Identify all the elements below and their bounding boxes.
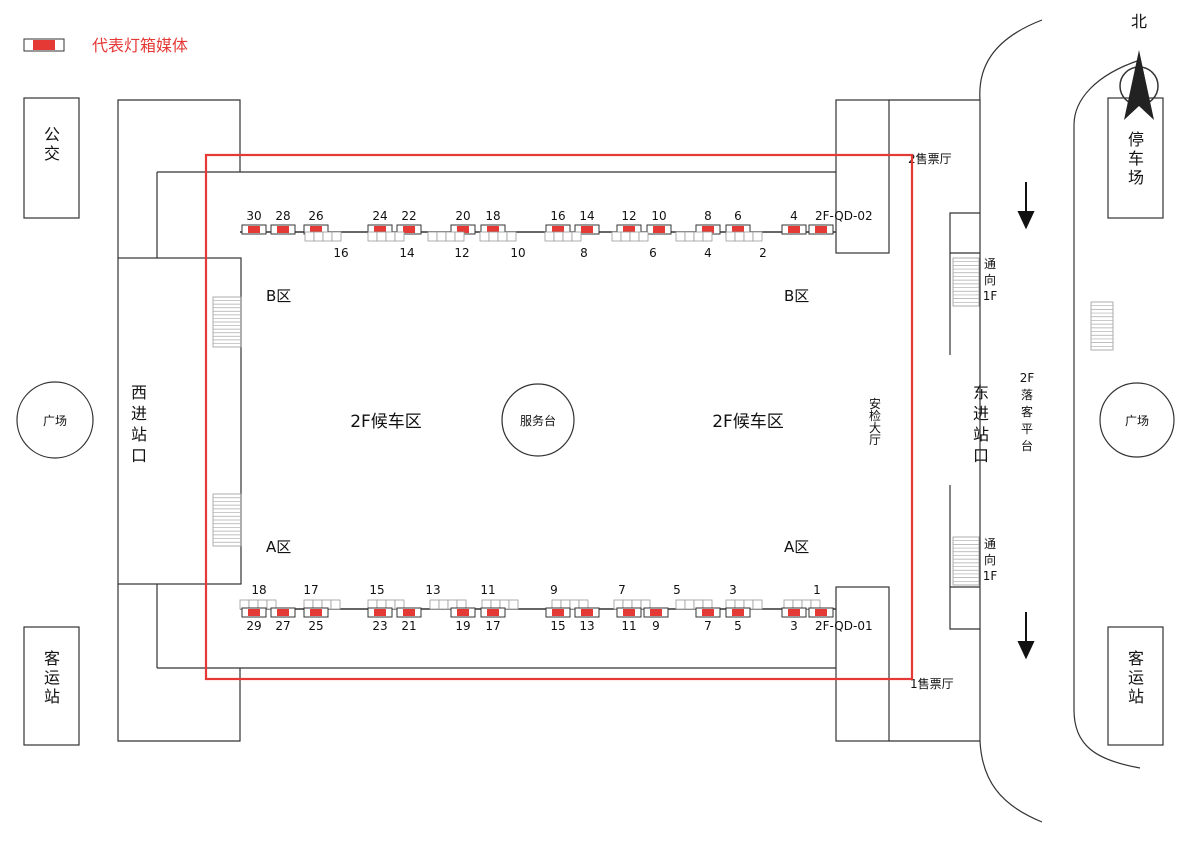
north-gate-number: 12 xyxy=(454,246,469,260)
north-label: 北 xyxy=(1131,12,1147,31)
stairs-east-bottom xyxy=(952,536,980,586)
south-gate-number: 1 xyxy=(813,583,821,597)
north-media-number: 6 xyxy=(734,209,742,223)
coach-station-left-label: 客运站 xyxy=(44,649,60,706)
south-media-number: 29 xyxy=(246,619,261,633)
south-media-number: 25 xyxy=(308,619,323,633)
road xyxy=(979,19,1141,823)
zone-a-left: A区 xyxy=(266,538,291,556)
west-entrance-mask xyxy=(126,380,152,476)
south-media-number: 27 xyxy=(275,619,290,633)
south-media-number: 3 xyxy=(790,619,798,633)
north-gate-number: 2 xyxy=(759,246,767,260)
media-coverage-boundary xyxy=(204,153,914,681)
main-hall xyxy=(157,171,836,669)
north-media-number: 18 xyxy=(485,209,500,223)
north-gate-number: 14 xyxy=(399,246,414,260)
qd-01-label: 2F-QD-01 xyxy=(815,619,873,633)
south-gate-number: 5 xyxy=(673,583,681,597)
south-media-number: 19 xyxy=(455,619,470,633)
north-compass: 北 xyxy=(1119,12,1159,120)
north-media-number: 4 xyxy=(790,209,798,223)
south-media-number: 21 xyxy=(401,619,416,633)
parking-lot: 停车场 xyxy=(1107,97,1164,219)
north-gate-number: 16 xyxy=(333,246,348,260)
zone-b-left: B区 xyxy=(266,287,291,305)
south-gate-number: 11 xyxy=(480,583,495,597)
north-gate-number: 10 xyxy=(510,246,525,260)
legend-label: 代表灯箱媒体 xyxy=(92,36,188,55)
bus-station: 公交 xyxy=(23,97,80,219)
south-media-number: 13 xyxy=(579,619,594,633)
security-hall-label: 安检大厅 xyxy=(869,396,881,447)
north-media-number: 24 xyxy=(372,209,387,223)
north-media-number: 8 xyxy=(704,209,712,223)
plaza-right: 广场 xyxy=(1099,382,1175,458)
stairs-right-road xyxy=(1090,301,1114,351)
north-media-number: 10 xyxy=(651,209,666,223)
qd-02-label: 2F-QD-02 xyxy=(815,209,873,223)
north-media-number: 20 xyxy=(455,209,470,223)
ticket-hall-south xyxy=(835,586,980,742)
east-entrance-label: 东进站口 xyxy=(973,383,989,465)
south-gate-number: 18 xyxy=(251,583,266,597)
north-media-number: 16 xyxy=(550,209,565,223)
north-media-number: 12 xyxy=(621,209,636,223)
south-gate-number: 13 xyxy=(425,583,440,597)
west-entrance-label: 西进站口 xyxy=(131,383,147,465)
ticket-hall-2-label: 2售票厅 xyxy=(908,151,952,166)
plaza-right-label: 广场 xyxy=(1125,414,1149,428)
north-arrow-icon xyxy=(1124,50,1154,120)
ticket-hall-north xyxy=(835,99,980,254)
east-entrance xyxy=(949,212,980,630)
legend: 代表灯箱媒体 xyxy=(23,36,188,55)
south-media-number: 15 xyxy=(550,619,565,633)
south-gate-number: 15 xyxy=(369,583,384,597)
south-media-number: 5 xyxy=(734,619,742,633)
coach-station-right-label: 客运站 xyxy=(1128,649,1144,706)
plaza-left: 广场 xyxy=(16,381,94,459)
zone-b-right: B区 xyxy=(784,287,809,305)
north-media-number: 14 xyxy=(579,209,594,223)
service-desk-label: 服务台 xyxy=(520,413,556,428)
west-wing xyxy=(117,99,242,742)
north-media-number: 30 xyxy=(246,209,261,223)
south-media-number: 11 xyxy=(621,619,636,633)
legend-swatch xyxy=(33,40,55,50)
north-gate-number: 6 xyxy=(649,246,657,260)
service-desk: 服务台 xyxy=(501,383,575,457)
zone-a-right: A区 xyxy=(784,538,809,556)
south-gate-number: 9 xyxy=(550,583,558,597)
stairs-east-top xyxy=(952,257,980,307)
south-media-number: 9 xyxy=(652,619,660,633)
south-media-number: 17 xyxy=(485,619,500,633)
stairs-west-top xyxy=(212,296,242,348)
north-media-number: 26 xyxy=(308,209,323,223)
bus-station-label: 公交 xyxy=(44,125,60,163)
waiting-area-left: 2F候车区 xyxy=(350,412,422,432)
south-gate-number: 7 xyxy=(618,583,626,597)
north-media-number: 22 xyxy=(401,209,416,223)
south-gate-number: 17 xyxy=(303,583,318,597)
plaza-left-label: 广场 xyxy=(43,414,67,428)
coach-station-left: 客运站 xyxy=(23,626,80,746)
waiting-area-right: 2F候车区 xyxy=(712,412,784,432)
north-gate-number: 4 xyxy=(704,246,712,260)
ticket-hall-1-label: 1售票厅 xyxy=(910,676,954,691)
north-media-number: 28 xyxy=(275,209,290,223)
stairs-west-bottom xyxy=(212,493,242,547)
north-gate-number: 8 xyxy=(580,246,588,260)
south-media-number: 23 xyxy=(372,619,387,633)
traffic-arrows xyxy=(1017,182,1035,660)
south-gate-number: 3 xyxy=(729,583,737,597)
parking-lot-label: 停车场 xyxy=(1128,130,1144,187)
coach-station-right: 客运站 xyxy=(1107,626,1164,746)
north-gate-row: 30 28 26 24 22 20 18 16 14 12 10 8 6 4 16 14 12 10 8 6 4 2 xyxy=(240,209,836,260)
south-media-number: 7 xyxy=(704,619,712,633)
